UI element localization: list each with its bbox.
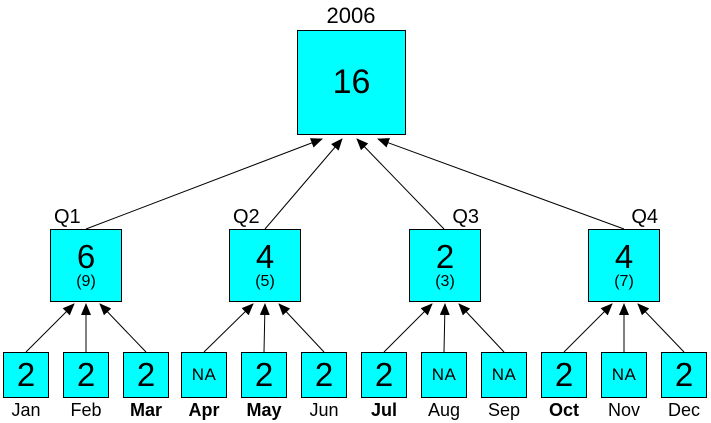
month-label-apr: Apr <box>188 400 220 420</box>
month-box-feb: 2 <box>63 352 109 398</box>
quarter-label-q2: Q2 <box>233 206 260 228</box>
year-total-box: 16 <box>297 30 406 135</box>
month-box-jan: 2 <box>3 352 49 398</box>
quarter-value-q1: 6 <box>76 237 96 275</box>
connector-mar-q1 <box>99 303 147 353</box>
quarter-q2: Q2 4 (5) <box>229 206 301 302</box>
quarter-q3: Q3 2 (3) <box>409 206 481 302</box>
month-label-jun: Jun <box>309 400 339 420</box>
connector-sep-q3 <box>458 303 505 353</box>
month-label-aug: Aug <box>427 400 461 420</box>
year-title: 2006 <box>326 3 376 28</box>
month-box-nov: NA <box>601 352 647 398</box>
connector-jun-q2 <box>278 303 325 353</box>
month-box-sep: NA <box>481 352 527 398</box>
month-value-mar: 2 <box>136 356 156 393</box>
connector-apr-q2 <box>203 303 254 353</box>
month-box-aug: NA <box>421 352 467 398</box>
month-box-dec: 2 <box>661 352 707 398</box>
quarter-box-q1: 6 (9) <box>50 229 122 302</box>
quarter-q1: Q1 6 (9) <box>50 206 122 302</box>
connector-q4-year <box>377 138 625 230</box>
connector-may-q2 <box>259 303 270 353</box>
connector-q2-year <box>264 138 343 230</box>
month-box-jun: 2 <box>301 352 347 398</box>
year-total-value: 16 <box>332 63 371 101</box>
quarter-subvalue-q1: (9) <box>76 272 96 290</box>
month-box-mar: 2 <box>123 352 169 398</box>
month-value-jan: 2 <box>16 356 36 393</box>
quarter-q4: Q4 4 (7) <box>588 206 660 302</box>
month-value-aug: NA <box>431 365 457 384</box>
month-label-jul: Jul <box>370 400 397 420</box>
quarter-value-q2: 4 <box>255 237 275 275</box>
quarter-label-q3: Q3 <box>452 206 479 228</box>
month-value-jul: 2 <box>374 356 394 393</box>
month-label-feb: Feb <box>70 400 102 420</box>
quarter-subvalue-q3: (3) <box>435 272 455 290</box>
quarter-box-q2: 4 (5) <box>229 229 301 302</box>
month-value-feb: 2 <box>76 356 96 393</box>
quarter-subvalue-q4: (7) <box>614 272 634 290</box>
quarter-subvalue-q2: (5) <box>255 272 275 290</box>
quarter-box-q4: 4 (7) <box>588 229 660 302</box>
month-value-apr: NA <box>191 365 217 384</box>
month-label-dec: Dec <box>667 400 700 420</box>
month-value-oct: 2 <box>554 356 574 393</box>
month-value-sep: NA <box>491 365 517 384</box>
month-value-may: 2 <box>254 356 274 393</box>
connector-dec-q4 <box>637 303 685 353</box>
month-box-jul: 2 <box>361 352 407 398</box>
month-box-may: 2 <box>241 352 287 398</box>
quarter-value-q3: 2 <box>435 237 455 275</box>
quarter-label-q4: Q4 <box>631 206 658 228</box>
month-label-sep: Sep <box>487 400 521 420</box>
quarter-box-q3: 2 (3) <box>409 229 481 302</box>
month-label-jan: Jan <box>11 400 41 420</box>
month-label-nov: Nov <box>607 400 640 420</box>
connector-jan-q1 <box>25 303 75 353</box>
connector-q1-year <box>85 138 323 230</box>
quarter-label-q1: Q1 <box>54 206 81 228</box>
connector-oct-q4 <box>563 303 613 353</box>
month-box-apr: NA <box>181 352 227 398</box>
month-label-may: May <box>246 400 282 420</box>
month-label-mar: Mar <box>129 400 162 420</box>
connector-jul-q3 <box>383 303 433 353</box>
month-box-oct: 2 <box>541 352 587 398</box>
quarter-value-q4: 4 <box>614 237 634 275</box>
connector-q3-year <box>356 138 445 230</box>
month-value-jun: 2 <box>314 356 334 393</box>
connector-aug-q3 <box>439 303 450 353</box>
month-label-oct: Oct <box>548 400 579 420</box>
month-value-nov: NA <box>611 365 637 384</box>
month-value-dec: 2 <box>674 356 694 393</box>
